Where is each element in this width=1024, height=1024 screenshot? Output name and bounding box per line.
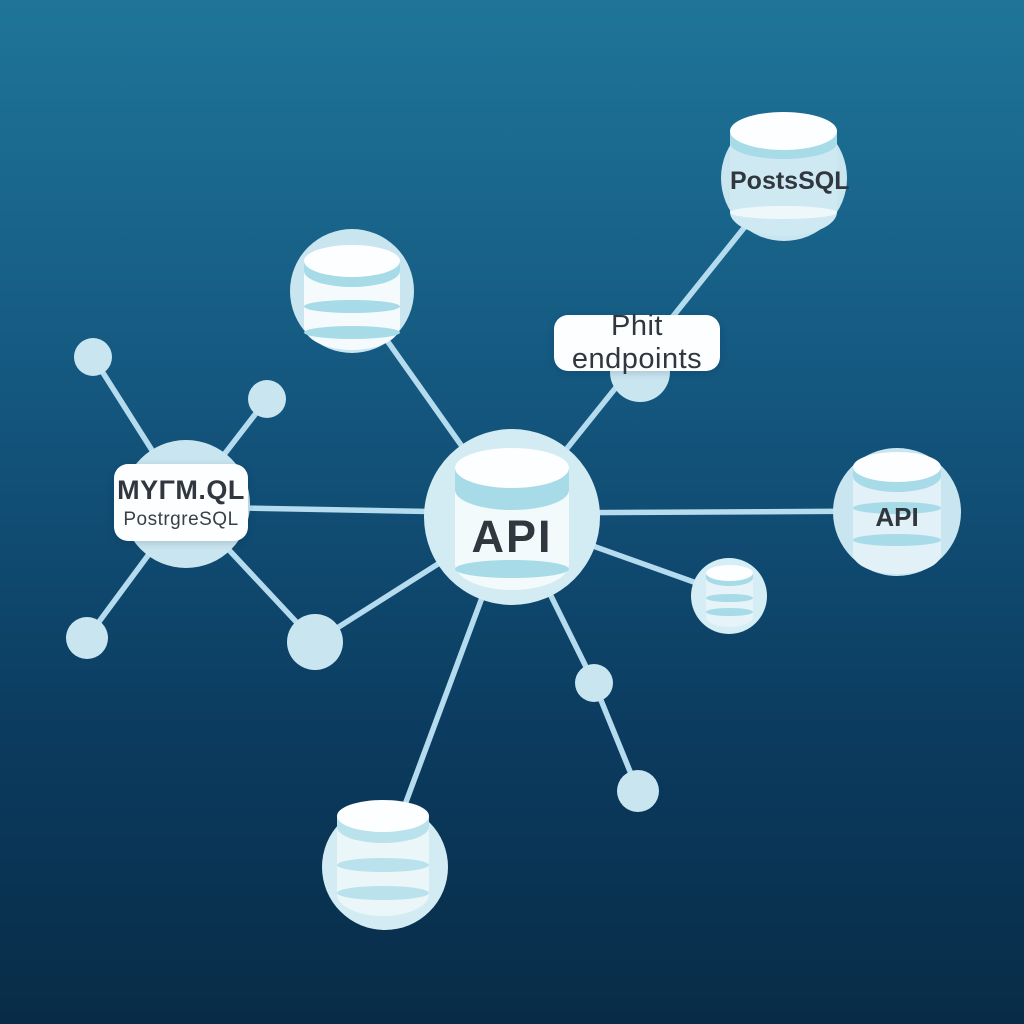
database-icon — [304, 245, 400, 350]
connector-dot-bottom-left — [66, 617, 108, 659]
mysql-title: MYΓM.QL — [117, 474, 245, 505]
database-icon: API — [853, 452, 941, 574]
connector-dot-chain-2 — [617, 770, 659, 812]
api-center-label: API — [471, 511, 553, 562]
postgres-label: PostsSQL — [730, 167, 850, 195]
cylinder-top — [304, 245, 400, 277]
cylinder-stripe — [853, 534, 941, 546]
database-icon — [706, 565, 753, 627]
connector-dot-mid — [287, 614, 343, 670]
endpoints-label: Phit endpoints — [554, 310, 720, 375]
cylinder-top — [730, 112, 837, 150]
cylinder-top — [337, 800, 429, 832]
api-right-label: API — [875, 502, 919, 532]
database-icon: API — [455, 448, 569, 590]
cylinder-top — [706, 565, 753, 581]
cylinder-stripe — [304, 300, 400, 313]
cylinder-stripe — [337, 858, 429, 872]
cylinder-stripe — [337, 886, 429, 900]
cylinder-top — [455, 448, 569, 488]
connector-dot-top-left — [74, 338, 112, 376]
cylinder-stripe — [706, 608, 753, 616]
database-icon — [337, 800, 429, 916]
cylinder-stripe — [304, 326, 400, 339]
mysql-card: MYΓM.QL PostrgreSQL — [114, 464, 248, 541]
cylinder-top — [853, 452, 941, 482]
cylinder-stripe — [730, 206, 837, 219]
connector-dot-chain-1 — [575, 664, 613, 702]
connector-dot-top-right — [248, 380, 286, 418]
endpoints-label-text: Phit endpoints — [571, 310, 703, 375]
cylinder-stripe — [706, 594, 753, 602]
database-icon: PostsSQL — [730, 112, 850, 236]
cylinder-stripe — [853, 502, 941, 514]
cylinder-stripe — [455, 560, 569, 578]
mysql-subtitle: PostrgreSQL — [123, 508, 239, 530]
